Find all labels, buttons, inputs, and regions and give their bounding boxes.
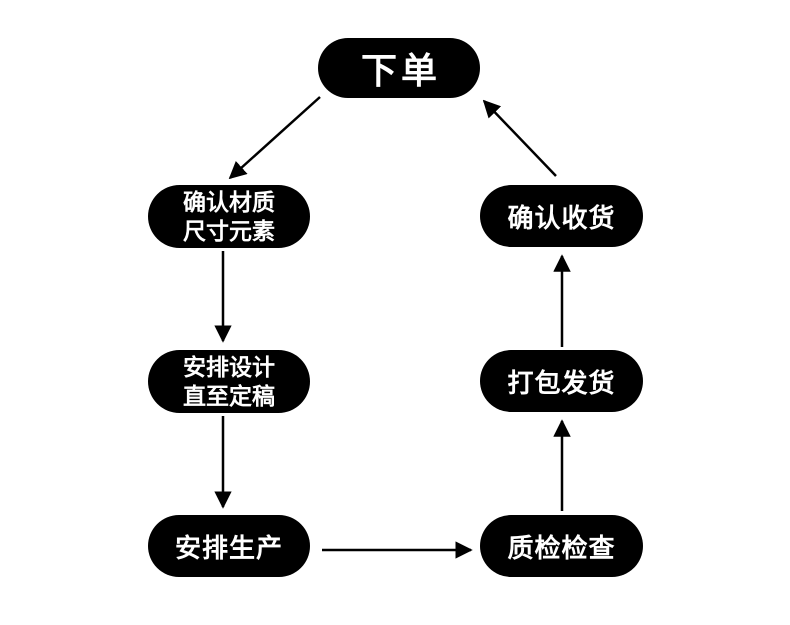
node-order: 下单 (318, 38, 480, 98)
node-quality-check-label: 质检检查 (507, 532, 616, 563)
node-arrange-production: 安排生产 (148, 515, 310, 577)
node-confirm-receipt: 确认收货 (480, 185, 643, 247)
node-pack-ship: 打包发货 (480, 350, 643, 412)
arrow-confirm-receipt-to-order (482, 99, 557, 177)
node-arrange-design: 安排设计 直至定稿 (148, 350, 310, 413)
node-arrange-design-label-line2: 直至定稿 (183, 382, 275, 409)
node-order-label: 下单 (360, 50, 441, 91)
node-arrange-production-label: 安排生产 (174, 532, 283, 563)
node-confirm-material-label-line1: 确认材质 (183, 189, 275, 216)
node-quality-check: 质检检查 (480, 515, 643, 577)
arrow-order-to-confirm-material (228, 96, 321, 180)
node-confirm-receipt-label: 确认收货 (507, 202, 616, 233)
node-arrange-design-label-line1: 安排设计 (183, 354, 275, 381)
node-confirm-material: 确认材质 尺寸元素 (148, 185, 310, 248)
node-pack-ship-label: 打包发货 (507, 367, 616, 398)
node-confirm-material-label-line2: 尺寸元素 (183, 217, 275, 244)
